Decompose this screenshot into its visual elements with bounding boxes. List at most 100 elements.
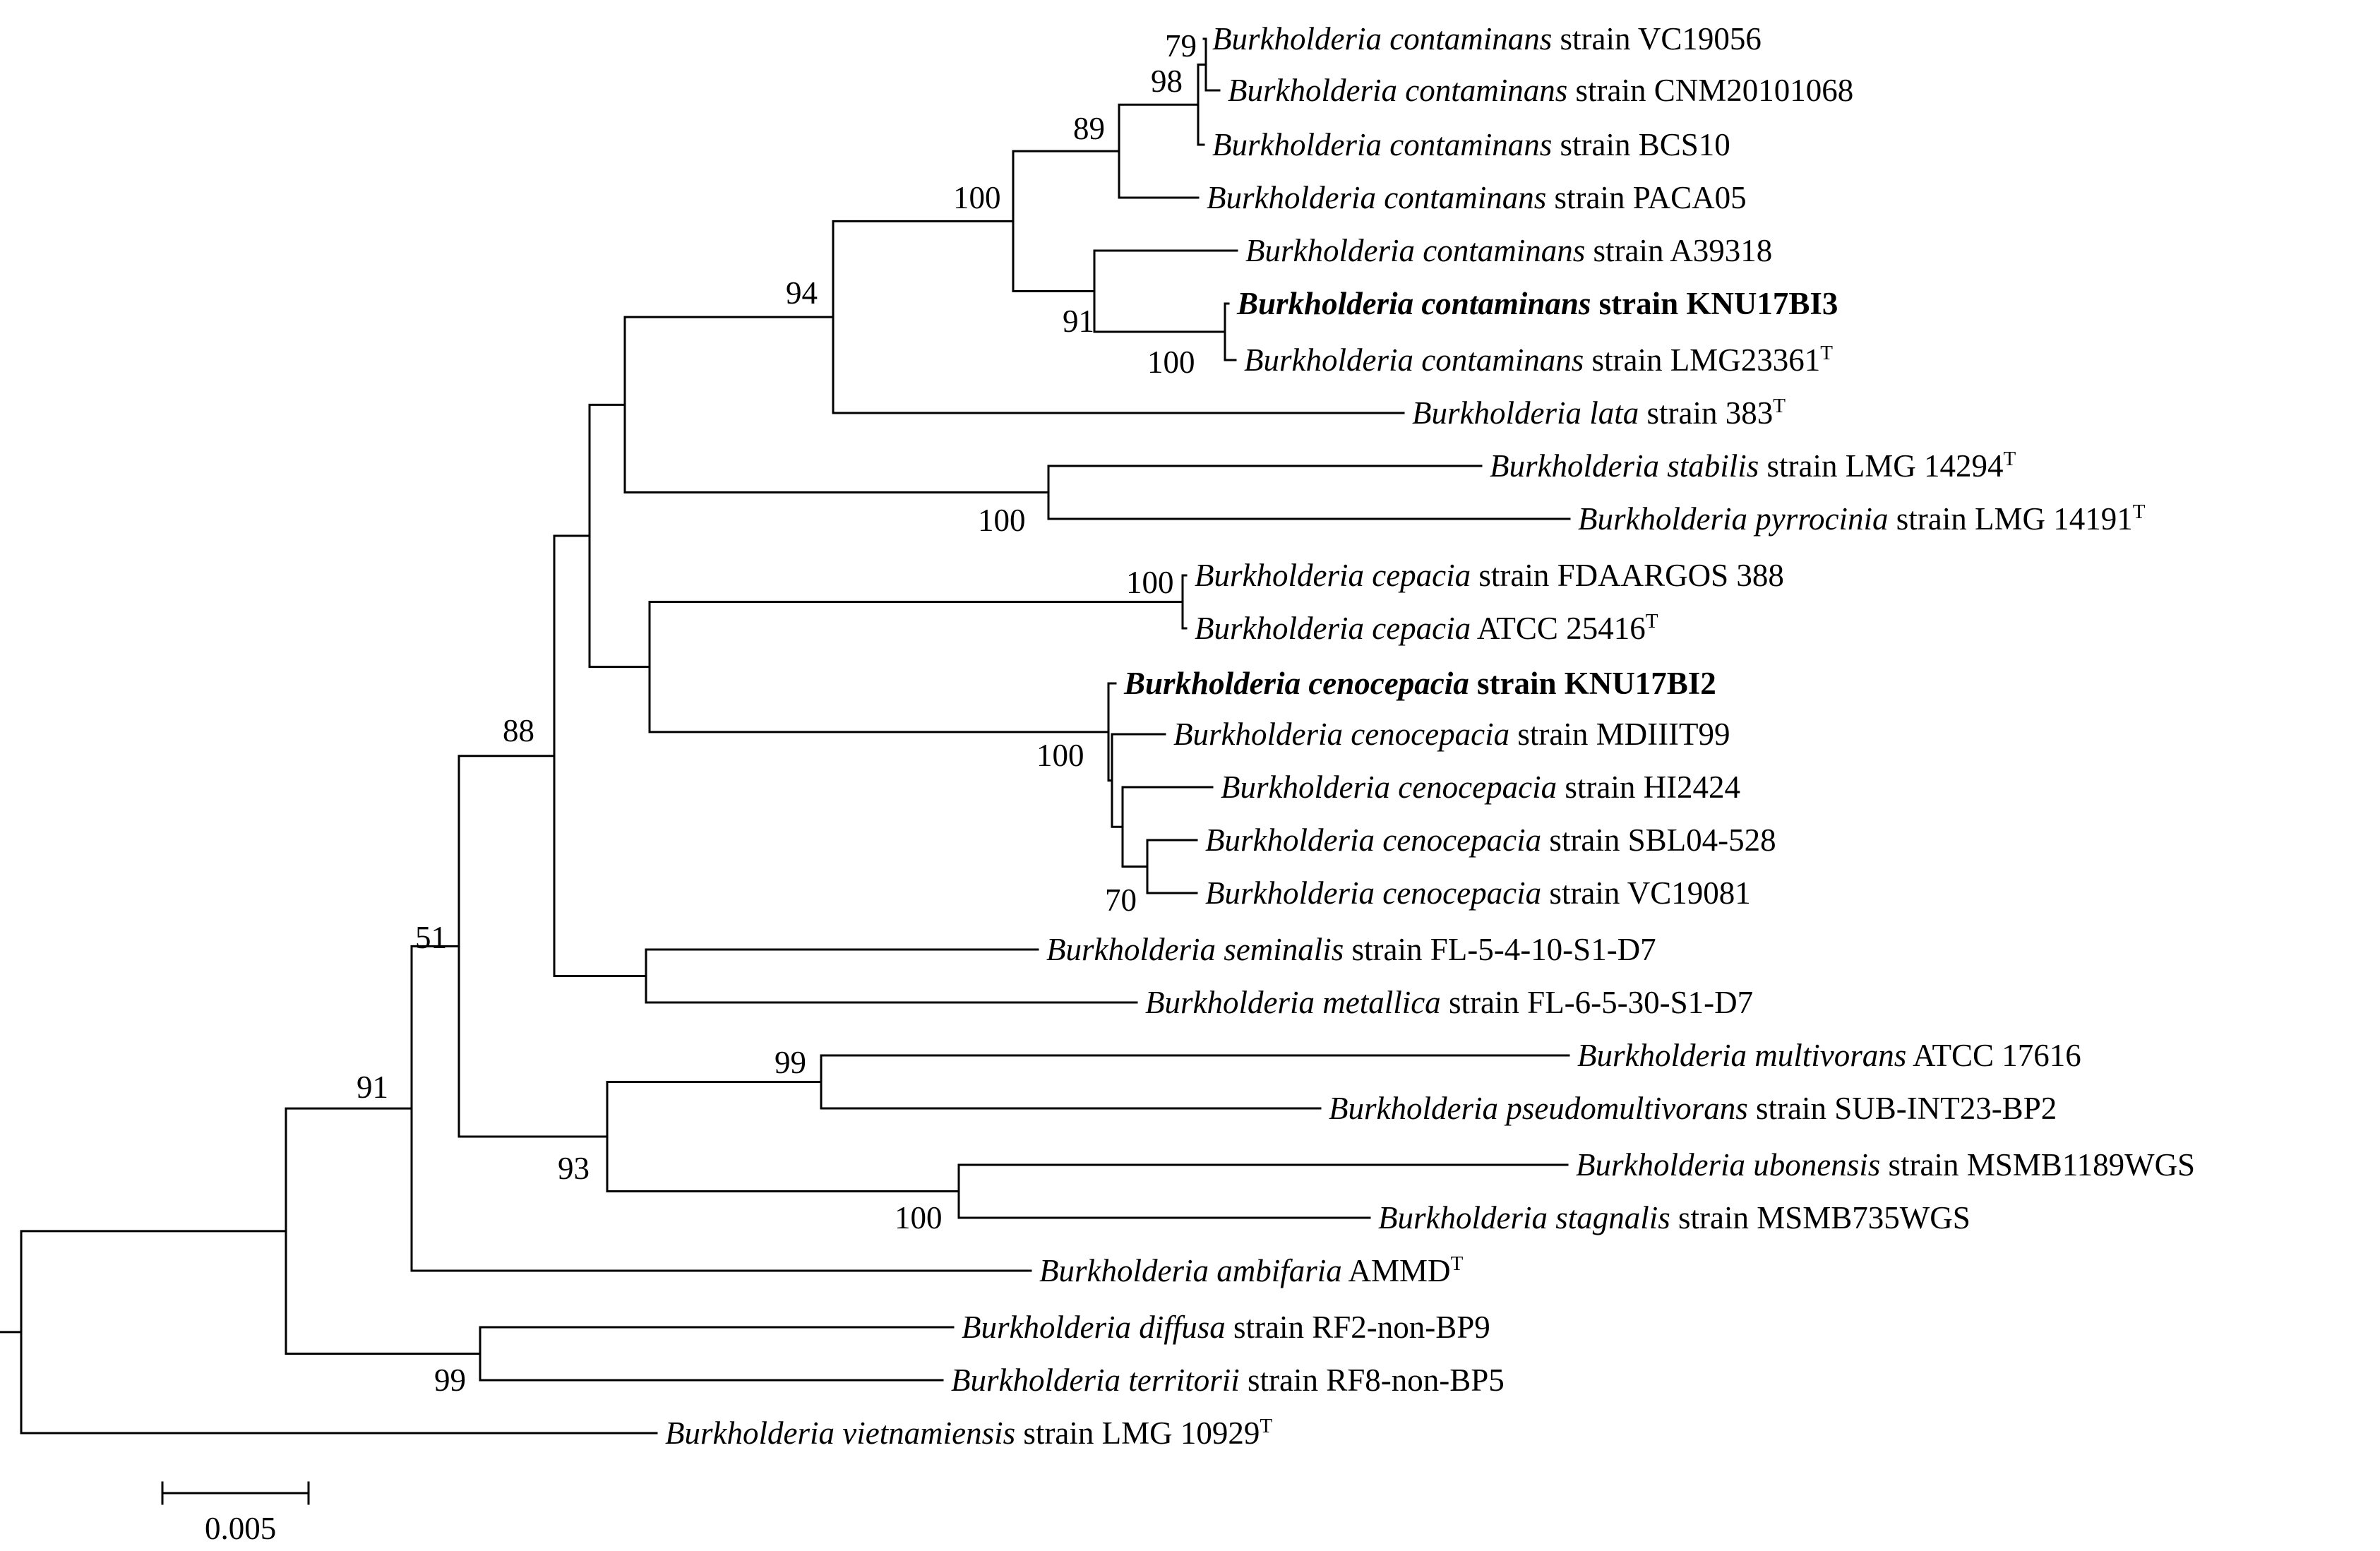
leaf-genus: Burkholderia (1046, 932, 1216, 967)
leaf-label: Burkholderia contaminans strain KNU17BI3 (1236, 286, 1838, 321)
bootstrap-value: 88 (503, 713, 534, 748)
scale-bar-line (161, 1481, 310, 1505)
bootstrap-value: 100 (895, 1200, 943, 1235)
leaf-strain: strain SUB-INT23-BP2 (1756, 1091, 2057, 1126)
bootstrap-value: 70 (1105, 882, 1137, 918)
leaf-genus: Burkholderia (1236, 286, 1413, 321)
leaf-genus: Burkholderia (1039, 1253, 1209, 1288)
type-strain-superscript: T (1646, 610, 1658, 633)
leaf-label: Burkholderia vietnamiensis strain LMG 10… (665, 1415, 1272, 1451)
bootstrap-labels: 7998891009110094100100100708851999310091… (357, 28, 1197, 1398)
leaf-strain: strain HI2424 (1565, 769, 1740, 805)
leaf-label: Burkholderia pyrrocinia strain LMG 14191… (1578, 501, 2146, 537)
leaf-species: contaminans (1389, 21, 1552, 56)
bootstrap-value: 89 (1073, 111, 1105, 146)
leaf-labels: Burkholderia contaminans strain VC19056B… (665, 21, 2195, 1451)
leaf-species: territorii (1128, 1363, 1240, 1398)
type-strain-superscript: T (2133, 501, 2146, 523)
leaf-strain: strain RF8-non-BP5 (1248, 1363, 1505, 1398)
leaf-genus: Burkholderia (1205, 875, 1375, 911)
leaf-species: cenocepacia (1382, 822, 1541, 858)
leaf-species: contaminans (1421, 342, 1584, 378)
leaf-label: Burkholderia diffusa strain RF2-non-BP9 (962, 1310, 1490, 1345)
leaf-label: Burkholderia ambifaria AMMDT (1039, 1252, 1464, 1288)
leaf-genus: Burkholderia (1244, 342, 1413, 378)
leaf-label: Burkholderia cenocepacia strain SBL04-52… (1205, 822, 1776, 858)
leaf-species: lata (1589, 395, 1639, 431)
leaf-strain: strain VC19081 (1549, 875, 1750, 911)
tree-branches (0, 37, 1571, 1435)
leaf-species: contaminans (1421, 286, 1591, 321)
leaf-label: Burkholderia cenocepacia strain KNU17BI2 (1123, 666, 1716, 701)
leaf-label: Burkholderia stagnalis strain MSMB735WGS (1378, 1200, 1971, 1235)
leaf-genus: Burkholderia (951, 1363, 1120, 1398)
leaf-strain: strain MDIIIT99 (1517, 717, 1730, 752)
leaf-label: Burkholderia contaminans strain CNM20101… (1228, 73, 1853, 108)
bootstrap-value: 100 (1126, 565, 1174, 600)
leaf-label: Burkholderia seminalis strain FL-5-4-10-… (1046, 932, 1656, 967)
leaf-genus: Burkholderia (1378, 1200, 1548, 1235)
leaf-strain: strain FDAARGOS 388 (1478, 558, 1784, 593)
leaf-label: Burkholderia cepacia ATCC 25416T (1195, 610, 1658, 646)
bootstrap-value: 91 (357, 1070, 388, 1105)
leaf-species: cenocepacia (1308, 666, 1469, 701)
leaf-genus: Burkholderia (1212, 127, 1382, 162)
leaf-species: stagnalis (1555, 1200, 1670, 1235)
leaf-species: vietnamiensis (842, 1415, 1015, 1451)
leaf-label: Burkholderia contaminans strain BCS10 (1212, 127, 1730, 162)
leaf-genus: Burkholderia (1145, 985, 1315, 1020)
type-strain-superscript: T (2004, 448, 2016, 470)
leaf-label: Burkholderia territorii strain RF8-non-B… (951, 1363, 1505, 1398)
tree-branch-lines (0, 37, 1571, 1435)
leaf-genus: Burkholderia (665, 1415, 835, 1451)
leaf-label: Burkholderia contaminans strain VC19056 (1212, 21, 1762, 56)
leaf-genus: Burkholderia (1205, 822, 1375, 858)
leaf-label: Burkholderia metallica strain FL-6-5-30-… (1145, 985, 1753, 1020)
leaf-strain: strain LMG23361 (1591, 342, 1820, 378)
bootstrap-value: 100 (978, 503, 1026, 538)
leaf-species: seminalis (1224, 932, 1344, 967)
leaf-genus: Burkholderia (962, 1310, 1131, 1345)
type-strain-superscript: T (1260, 1415, 1272, 1437)
leaf-species: pseudomultivorans (1504, 1091, 1748, 1126)
leaf-strain: AMMD (1349, 1253, 1451, 1288)
leaf-strain: ATCC 25416 (1477, 611, 1646, 646)
leaf-species: contaminans (1405, 73, 1567, 108)
leaf-label: Burkholderia cepacia strain FDAARGOS 388 (1195, 558, 1784, 593)
bootstrap-value: 51 (415, 920, 447, 955)
leaf-label: Burkholderia ubonensis strain MSMB1189WG… (1576, 1147, 2195, 1182)
leaf-strain: strain MSMB1189WGS (1888, 1147, 2195, 1182)
leaf-genus: Burkholderia (1207, 180, 1376, 215)
leaf-genus: Burkholderia (1173, 717, 1343, 752)
scale-bar-label: 0.005 (205, 1511, 276, 1546)
leaf-genus: Burkholderia (1329, 1091, 1498, 1126)
leaf-strain: strain PACA05 (1554, 180, 1746, 215)
leaf-species: ambifaria (1216, 1253, 1342, 1288)
leaf-genus: Burkholderia (1195, 611, 1364, 646)
leaf-genus: Burkholderia (1221, 769, 1390, 805)
bootstrap-value: 93 (558, 1151, 590, 1186)
leaf-strain: strain FL-6-5-30-S1-D7 (1449, 985, 1753, 1020)
leaf-label: Burkholderia cenocepacia strain HI2424 (1221, 769, 1740, 805)
bootstrap-value: 100 (1147, 345, 1195, 380)
leaf-species: cepacia (1372, 611, 1471, 646)
leaf-strain: strain KNU17BI2 (1477, 666, 1716, 701)
bootstrap-value: 100 (953, 180, 1001, 215)
leaf-strain: strain KNU17BI3 (1599, 286, 1838, 321)
leaf-genus: Burkholderia (1228, 73, 1397, 108)
leaf-strain: strain LMG 10929 (1023, 1415, 1260, 1451)
leaf-label: Burkholderia lata strain 383T (1412, 395, 1786, 431)
bootstrap-value: 99 (775, 1045, 806, 1080)
leaf-strain: strain MSMB735WGS (1678, 1200, 1971, 1235)
leaf-species: ubonensis (1753, 1147, 1880, 1182)
leaf-strain: strain A39318 (1593, 233, 1772, 268)
leaf-genus: Burkholderia (1195, 558, 1364, 593)
leaf-label: Burkholderia stabilis strain LMG 14294T (1490, 448, 2016, 484)
scale-bar: 0.005 (161, 1481, 310, 1546)
leaf-strain: strain SBL04-528 (1549, 822, 1776, 858)
leaf-strain: ATCC 17616 (1913, 1038, 2081, 1073)
leaf-species: multivorans (1754, 1038, 1906, 1073)
leaf-genus: Burkholderia (1412, 395, 1581, 431)
leaf-species: contaminans (1389, 127, 1552, 162)
